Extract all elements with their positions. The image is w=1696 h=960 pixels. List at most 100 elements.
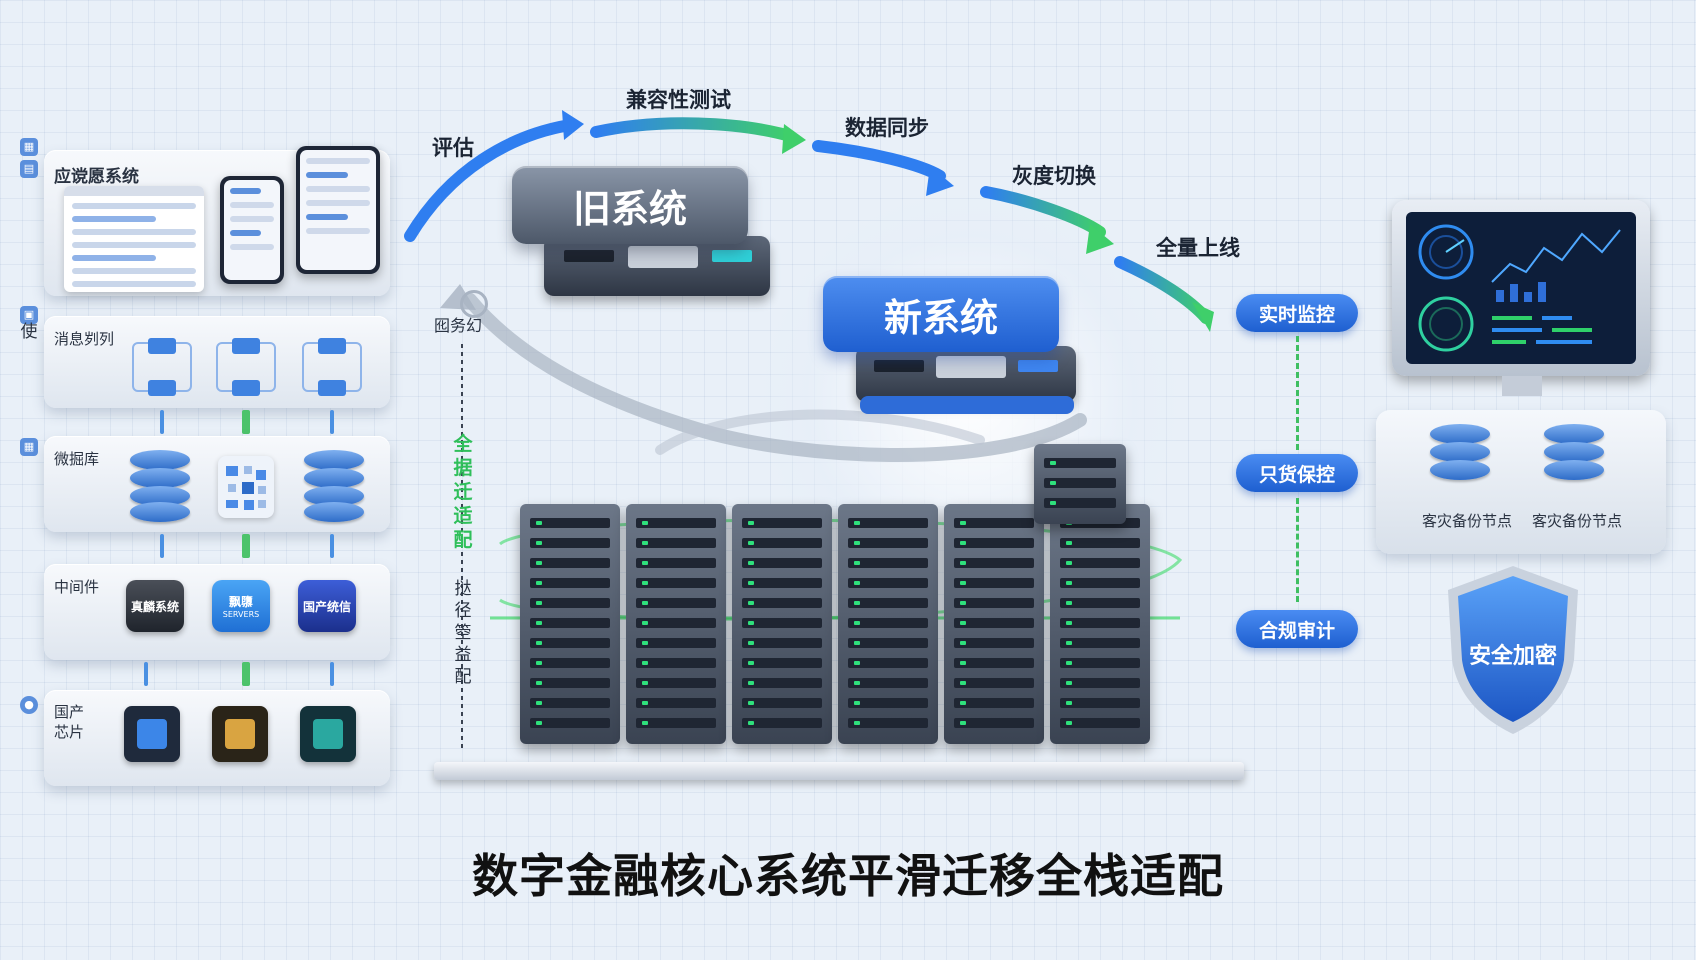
vertical-green-char: 全: [453, 433, 473, 455]
vertical-dark-label: 挞 径 箜 益 配: [452, 578, 474, 688]
rack-unit: [636, 558, 716, 568]
rack-unit: [742, 618, 822, 628]
link-arrow: [330, 410, 334, 434]
mq-layer-icon: ▣: [20, 306, 38, 324]
ops-security-control: 只货保控: [1236, 454, 1358, 492]
rack-unit: [742, 518, 822, 528]
rack-unit: [848, 558, 928, 568]
page-title: 数字金融核心系统平滑迁移全栈适配: [472, 849, 1224, 903]
rack-unit: [530, 558, 610, 568]
server-rack: [1050, 504, 1150, 744]
cpu-chip-icon-1: [124, 706, 180, 762]
server-rack: [944, 504, 1044, 744]
middleware-item-2: 飘隳 SERVERS: [212, 580, 270, 632]
middleware-item-2-subtext: SERVERS: [222, 610, 260, 619]
flow-step-gray-switch: 灰度切换: [1012, 164, 1096, 188]
middleware-layer-label: 中间件: [54, 578, 100, 596]
db-layer-label: 微掘库: [54, 450, 100, 468]
app-layer-icon: ▦: [20, 138, 38, 156]
rack-unit: [530, 618, 610, 628]
rack-unit: [848, 718, 928, 728]
rack-unit: [636, 618, 716, 628]
link-arrow: [160, 534, 164, 558]
rack-unit: [742, 538, 822, 548]
flow-step-full-launch: 全量上线: [1156, 236, 1240, 260]
vertical-green-char: 配: [453, 529, 473, 551]
rack-unit: [636, 718, 716, 728]
chip-layer-label-line2: 芯片: [54, 723, 85, 741]
rack-unit: [530, 698, 610, 708]
rack-unit: [848, 678, 928, 688]
rack-unit: [1060, 658, 1140, 668]
server-rack: [626, 504, 726, 744]
rack-unit: [742, 638, 822, 648]
rack-unit: [848, 518, 928, 528]
mobile-app-mockup-1: [220, 176, 284, 284]
rack-unit: [742, 598, 822, 608]
rack-unit: [742, 578, 822, 588]
rack-unit: [954, 558, 1034, 568]
rack-unit: [1060, 618, 1140, 628]
web-app-mockup: [64, 186, 204, 292]
rack-unit: [636, 658, 716, 668]
vertical-dark-char: 径: [454, 601, 472, 621]
link-arrow: [160, 410, 164, 434]
mq-node-3: [302, 338, 362, 396]
middleware-item-1: 真麟系统: [126, 580, 184, 632]
monitor-stand: [1502, 376, 1542, 396]
rack-unit: [848, 698, 928, 708]
dr-database-icon-1: [1430, 424, 1490, 494]
chip-layer-icon: ●: [20, 696, 38, 714]
vertical-dark-char: 挞: [454, 579, 472, 599]
flow-step-compat-test: 兼容性测试: [626, 88, 731, 112]
rack-unit: [1060, 598, 1140, 608]
rack-unit: [848, 638, 928, 648]
rack-unit: [1060, 638, 1140, 648]
rollback-label: 囮务幻: [434, 316, 483, 335]
new-system-block: 新系统: [823, 276, 1059, 352]
mq-node-2: [216, 338, 276, 396]
rack-unit: [742, 558, 822, 568]
cpu-chip-icon-2: [212, 706, 268, 762]
vertical-dark-char: 益: [454, 645, 472, 665]
rollback-gear-icon: [460, 290, 488, 318]
server-rack-top: [1034, 444, 1126, 524]
rack-unit: [848, 618, 928, 628]
flow-step-assess: 评估: [432, 136, 474, 160]
rack-unit: [530, 678, 610, 688]
vertical-green-label: 全 据 迁 适 配: [452, 432, 474, 552]
rack-unit: [636, 678, 716, 688]
rack-unit: [1060, 538, 1140, 548]
rack-unit: [1060, 578, 1140, 588]
rack-unit: [848, 658, 928, 668]
side-mark: 使: [20, 322, 38, 342]
chip-layer-label-line1: 国产: [54, 703, 85, 721]
rack-unit: [742, 658, 822, 668]
rack-unit: [636, 578, 716, 588]
rack-unit: [636, 538, 716, 548]
rack-unit: [848, 598, 928, 608]
vertical-green-char: 据: [453, 457, 473, 479]
app-layer-icon-2: ▤: [20, 160, 38, 178]
shield-label: 安全加密: [1468, 644, 1557, 669]
dr-node-label-2: 客灾备份节点: [1532, 512, 1623, 530]
new-system-server-base: [856, 346, 1076, 402]
rack-unit: [742, 718, 822, 728]
rack-unit: [530, 518, 610, 528]
old-system-block: 旧系统: [512, 166, 748, 244]
app-layer-label: 应谠愿系统: [54, 167, 139, 187]
rack-unit: [954, 698, 1034, 708]
distributed-db-icon: [218, 456, 274, 518]
shield-icon: [1448, 566, 1578, 734]
cpu-chip-icon-3: [300, 706, 356, 762]
flow-step-data-sync: 数据同步: [845, 116, 929, 140]
link-arrow: [330, 662, 334, 686]
vertical-green-char: 适: [453, 505, 473, 527]
rack-unit: [848, 578, 928, 588]
dr-node-label-1: 客灾备份节点: [1422, 512, 1513, 530]
rack-unit: [530, 638, 610, 648]
link-arrow: [242, 662, 250, 686]
server-rack: [838, 504, 938, 744]
rack-unit: [954, 678, 1034, 688]
rack-unit: [530, 538, 610, 548]
